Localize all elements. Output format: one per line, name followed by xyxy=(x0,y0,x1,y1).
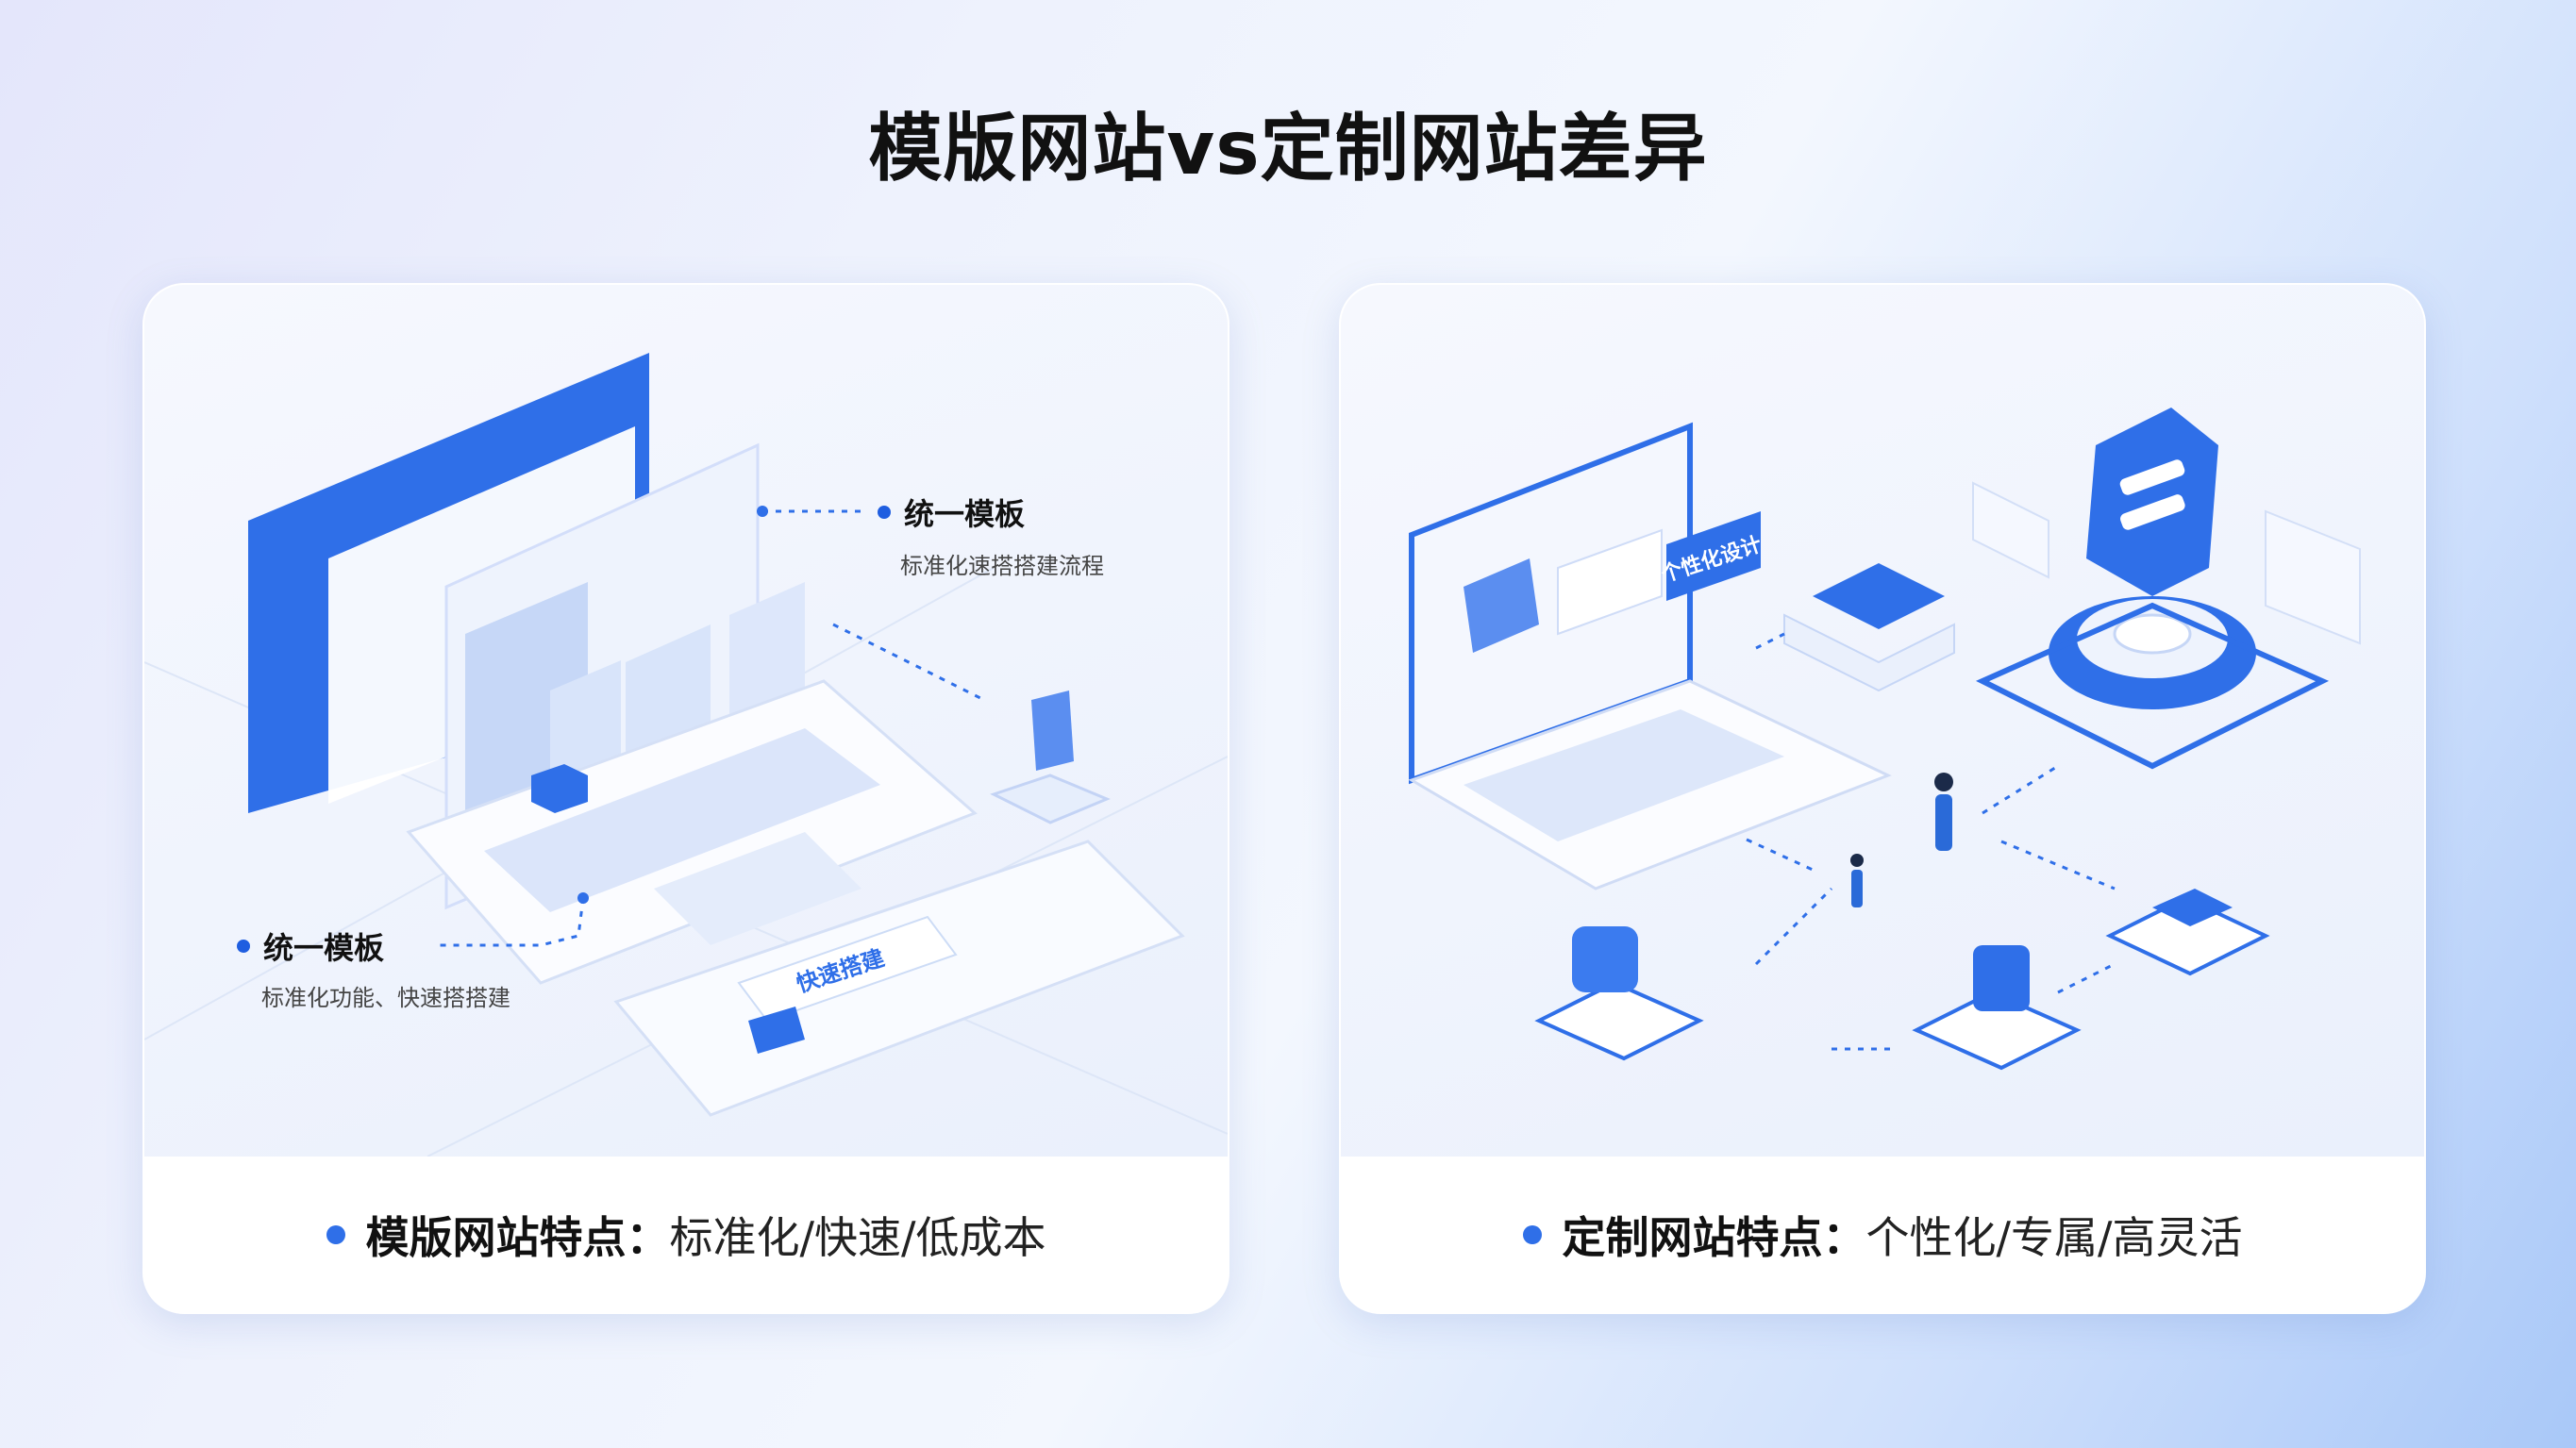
callout-top-desc: 标准化速搭搭建流程 xyxy=(900,553,1104,579)
custom-network-illustration: 个性化设计 xyxy=(1408,408,2361,1071)
template-features: 模版网站特点： 标准化/快速/低成本 xyxy=(144,1157,1228,1312)
callout-bottom-label: 统一模板 xyxy=(237,924,384,968)
features-heading: 模版网站特点： xyxy=(365,1211,670,1263)
template-website-illustration: 快速搭建 xyxy=(144,285,1228,1157)
laptop-template-illustration: 快速搭建 xyxy=(144,353,1228,1157)
bullet-dot xyxy=(326,1224,345,1244)
callout-bottom-desc: 标准化功能、快速搭搭建 xyxy=(261,985,510,1011)
custom-features: 定制网站特点： 个性化/专属/高灵活 xyxy=(1341,1157,2424,1312)
bullet-dot xyxy=(878,506,891,519)
page-title: 模版网站vs定制网站差异 xyxy=(868,107,1708,191)
callout-top-label: 统一模板 xyxy=(878,491,1025,534)
custom-website-card: 个性化设计 xyxy=(1339,283,2426,1314)
callout-top-text: 统一模板 xyxy=(904,496,1026,532)
bullet-dot xyxy=(1522,1224,1542,1244)
features-value: 个性化/专属/高灵活 xyxy=(1865,1211,2243,1263)
features-heading: 定制网站特点： xyxy=(1562,1211,1866,1263)
callout-bottom-text: 统一模板 xyxy=(263,930,385,966)
custom-website-illustration: 个性化设计 xyxy=(1341,285,2424,1157)
template-website-card: 快速搭建 统一模板 标准化速搭搭建流程 统一模板 标准化功能、快速搭搭建 模版网… xyxy=(142,283,1229,1314)
features-value: 标准化/快速/低成本 xyxy=(669,1211,1046,1263)
bullet-dot xyxy=(237,940,250,953)
